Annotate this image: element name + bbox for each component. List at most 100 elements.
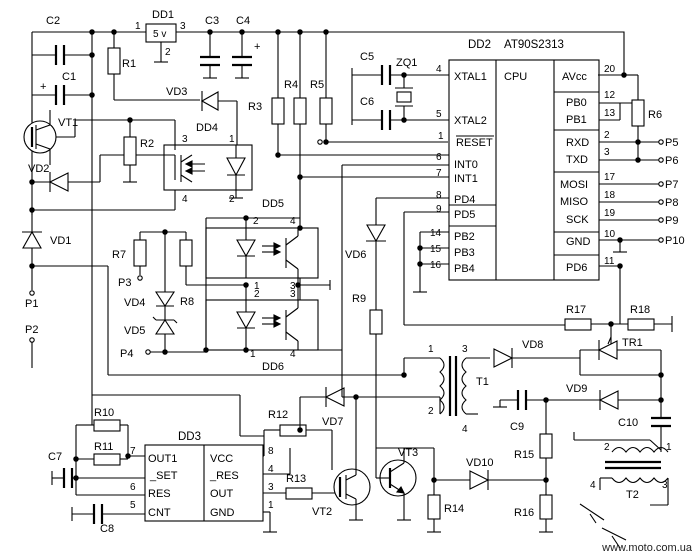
- transistor-vt3: VT3: [376, 447, 418, 520]
- svg-text:3: 3: [462, 344, 468, 355]
- vd9-label: VD9: [566, 383, 587, 395]
- svg-text:2: 2: [229, 194, 235, 205]
- capacitor-c5: C5: [351, 51, 449, 125]
- p1-label: P1: [25, 298, 38, 310]
- svg-text:MOSI: MOSI: [560, 179, 588, 191]
- r15-label: R15: [514, 449, 534, 461]
- svg-text:2: 2: [254, 289, 260, 300]
- resistor-r18: R18: [627, 304, 673, 332]
- capacitor-c1: C1 +: [32, 71, 92, 105]
- spark-gap: [579, 503, 627, 549]
- c9-label: C9: [510, 421, 524, 433]
- resistor-r12: R12: [264, 409, 333, 470]
- svg-text:9: 9: [436, 204, 442, 215]
- c5-label: C5: [360, 51, 374, 63]
- svg-text:12: 12: [604, 90, 616, 101]
- svg-text:3: 3: [290, 281, 296, 292]
- svg-text:RXD: RXD: [566, 137, 589, 149]
- svg-text:OUT1: OUT1: [148, 453, 177, 465]
- svg-text:3: 3: [290, 289, 296, 300]
- resistor-r1: R1: [107, 32, 200, 101]
- svg-text:1: 1: [135, 21, 141, 32]
- svg-text:13: 13: [604, 108, 616, 119]
- capacitor-c9: C9: [493, 390, 546, 433]
- svg-text:3: 3: [268, 482, 274, 493]
- vd8-label: VD8: [522, 339, 543, 351]
- dd5-label: DD5: [262, 198, 284, 210]
- svg-text:2: 2: [165, 47, 171, 58]
- vd4-label: VD4: [124, 297, 145, 309]
- capacitor-c2: C2: [32, 15, 92, 65]
- r18-label: R18: [630, 304, 650, 316]
- svg-text:1: 1: [229, 134, 235, 145]
- r4-label: R4: [284, 79, 298, 91]
- svg-text:17: 17: [604, 172, 616, 183]
- svg-text:MISO: MISO: [560, 196, 589, 208]
- resistor-r15: R15: [514, 400, 553, 495]
- c3-label: C3: [205, 15, 219, 27]
- svg-text:6: 6: [130, 482, 136, 493]
- diode-vd9: VD9: [546, 383, 661, 410]
- dd1-output-label: 5 v: [153, 29, 166, 40]
- p4-label: P4: [120, 348, 133, 360]
- svg-text:RES: RES: [148, 488, 171, 500]
- dd6-label: DD6: [262, 361, 284, 373]
- dd2-ref: DD2: [468, 39, 491, 51]
- svg-text:4: 4: [290, 349, 296, 360]
- svg-text:3: 3: [604, 147, 610, 158]
- mcu-right-wiring: R6: [599, 74, 662, 324]
- diode-vd3: VD3: [166, 86, 238, 145]
- svg-text:15: 15: [430, 244, 442, 255]
- capacitor-c4: C4 +: [232, 15, 260, 79]
- zener-vd4: VD4: [124, 232, 176, 309]
- svg-text:4: 4: [290, 216, 296, 227]
- svg-text:INT1: INT1: [454, 173, 478, 185]
- svg-text:_RES: _RES: [209, 470, 239, 482]
- capacitor-c7: C7: [48, 451, 76, 488]
- dd2-part: AT90S2313: [504, 39, 564, 51]
- c8-label: C8: [100, 523, 114, 535]
- dd2-cpu: CPU: [504, 71, 527, 83]
- c10-label: C10: [618, 417, 638, 429]
- resistor-r17: R17: [564, 304, 628, 331]
- port-p7: P7: [665, 179, 678, 191]
- optocoupler-dd5: DD5 2 4 1 3: [205, 198, 319, 292]
- svg-text:5: 5: [436, 109, 442, 120]
- resistor-r5: R5: [310, 32, 333, 142]
- r13-label: R13: [286, 473, 306, 485]
- vt2-label: VT2: [312, 506, 332, 518]
- svg-text:_SET: _SET: [149, 470, 178, 482]
- zq1-label: ZQ1: [396, 57, 417, 69]
- p2-label: P2: [25, 324, 38, 336]
- r7-label: R7: [112, 249, 126, 261]
- optocoupler-dd4: DD4 3 1 4 2: [163, 122, 253, 205]
- svg-text:SCK: SCK: [566, 214, 589, 226]
- resistor-r11: R11: [76, 441, 128, 466]
- svg-text:19: 19: [604, 208, 616, 219]
- dd1-regulator: DD1 5 v 1 3 2: [135, 9, 186, 63]
- resistor-r7: R7 P3: [112, 231, 186, 289]
- c2-label: C2: [46, 15, 60, 27]
- diode-vd2: VD2: [28, 154, 175, 192]
- transistor-vt2: VT2: [312, 397, 371, 520]
- port-p5: P5: [665, 137, 678, 149]
- vd6-label: VD6: [345, 249, 366, 261]
- svg-text:PD5: PD5: [454, 209, 475, 221]
- port-p8: P8: [665, 197, 678, 209]
- p3-label: P3: [118, 277, 131, 289]
- svg-text:PB4: PB4: [454, 263, 475, 275]
- t1-label: T1: [476, 376, 489, 388]
- svg-text:3: 3: [662, 480, 668, 491]
- t2-label: T2: [626, 489, 639, 501]
- svg-text:8: 8: [436, 190, 442, 201]
- svg-text:4: 4: [590, 480, 596, 491]
- vd3-label: VD3: [166, 86, 187, 98]
- svg-text:5: 5: [130, 500, 136, 511]
- svg-text:6: 6: [436, 152, 442, 163]
- svg-text:3: 3: [180, 21, 186, 32]
- svg-text:2: 2: [604, 442, 610, 453]
- r16-label: R16: [514, 507, 534, 519]
- r2-label: R2: [140, 138, 154, 150]
- svg-text:+: +: [254, 41, 260, 53]
- ports-right: P5 P6 P7 P8 P9 P10: [658, 137, 685, 247]
